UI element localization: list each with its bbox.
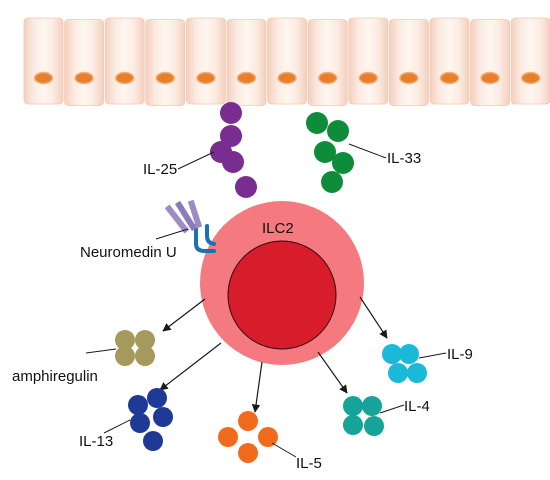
il9-leader-line	[418, 352, 447, 359]
il13-particles	[128, 388, 173, 451]
epithelial-nucleus	[155, 71, 176, 85]
il5-label: IL-5	[296, 455, 322, 472]
il9-particle	[407, 363, 427, 383]
il25-particle	[220, 102, 242, 124]
epithelium-layer	[23, 17, 550, 106]
epithelial-cell-icon	[307, 19, 348, 106]
il9-particles	[382, 344, 427, 383]
il33-particles	[306, 112, 354, 193]
il9-particle	[382, 344, 402, 364]
neuromedin-ligand-icon	[174, 200, 198, 232]
il33-leader-line	[348, 143, 387, 159]
ilc2-cell	[200, 201, 364, 365]
epithelial-nucleus	[33, 71, 54, 85]
epithelial-cell-icon	[470, 19, 511, 106]
arrow-icon	[359, 296, 388, 339]
epithelial-cell-icon	[510, 17, 550, 105]
amphiregulin-label: amphiregulin	[12, 368, 98, 385]
neuromedin-leader-line	[155, 228, 189, 240]
il4-particle	[364, 416, 384, 436]
il25-particle	[235, 176, 257, 198]
epithelial-nucleus	[114, 71, 135, 85]
il25-particles	[210, 102, 257, 198]
il13-particle	[153, 407, 173, 427]
il5-particle	[258, 427, 278, 447]
ilc2-nucleus	[227, 240, 337, 350]
il13-particle	[143, 431, 163, 451]
receptor-icon	[205, 224, 216, 246]
arrow-icon	[162, 298, 206, 332]
il13-leader-line	[103, 419, 131, 434]
il33-particle	[332, 152, 354, 174]
il33-particle	[327, 120, 349, 142]
neuromedin-ligand-icon	[187, 199, 203, 229]
epithelial-nucleus	[439, 71, 460, 85]
epithelial-nucleus	[277, 71, 297, 85]
amphiregulin-particle	[115, 330, 135, 350]
il9-particle	[399, 344, 419, 364]
epithelial-cell-icon	[64, 19, 104, 106]
epithelial-nucleus	[480, 71, 500, 85]
epithelial-cell-icon	[267, 17, 308, 105]
epithelial-cell-icon	[145, 19, 186, 106]
il33-particle	[314, 141, 336, 163]
epithelial-cell-icon	[429, 17, 470, 105]
epithelial-nucleus	[399, 71, 419, 85]
epithelial-nucleus	[236, 71, 257, 85]
il9-particle	[388, 363, 408, 383]
il13-particle	[130, 413, 150, 433]
il25-particle	[220, 125, 242, 147]
ilc2-label: ILC2	[262, 220, 294, 237]
amphiregulin-particle	[135, 330, 155, 350]
neuromedin-ligand-icon	[164, 204, 190, 234]
il9-label: IL-9	[447, 346, 473, 363]
neuromedin-receptor	[164, 199, 216, 253]
epithelial-nucleus	[196, 71, 216, 85]
il4-leader-line	[379, 404, 405, 414]
epithelial-cell-icon	[388, 19, 429, 106]
il25-particle	[222, 151, 244, 173]
amphiregulin-leader-line	[85, 348, 117, 354]
amphiregulin-particle	[115, 346, 135, 366]
epithelial-cell-icon	[23, 17, 64, 105]
il13-label: IL-13	[79, 433, 113, 450]
epithelial-cell-icon	[104, 17, 145, 105]
epithelial-nucleus	[358, 71, 379, 85]
il25-label: IL-25	[143, 161, 177, 178]
arrow-icon	[251, 361, 263, 413]
epithelial-nucleus	[520, 71, 541, 85]
il5-particle	[238, 443, 258, 463]
epithelial-cell-icon	[348, 17, 389, 105]
il33-particle	[306, 112, 328, 134]
il4-particles	[343, 396, 384, 436]
il4-particle	[362, 396, 382, 416]
amphiregulin-particles	[115, 330, 155, 366]
neuromedin-label: Neuromedin U	[80, 244, 177, 261]
il13-particle	[147, 388, 167, 408]
epithelial-nucleus	[317, 71, 338, 85]
il4-label: IL-4	[404, 398, 430, 415]
il5-leader-line	[271, 442, 297, 458]
il4-particle	[343, 415, 363, 435]
arrow-icon	[159, 342, 222, 391]
il4-particle	[343, 396, 363, 416]
il33-particle	[321, 171, 343, 193]
epithelial-cell-icon	[185, 17, 226, 105]
il5-particle	[238, 411, 258, 431]
epithelial-cell-icon	[226, 19, 267, 106]
il33-label: IL-33	[387, 150, 421, 167]
receptor-icon	[194, 224, 216, 253]
secretion-arrows	[159, 296, 388, 413]
il5-particles	[218, 411, 278, 463]
arrow-icon	[317, 351, 348, 394]
il13-particle	[128, 395, 148, 415]
il5-particle	[218, 427, 238, 447]
epithelial-nucleus	[74, 71, 94, 85]
amphiregulin-particle	[135, 346, 155, 366]
il25-leader-line	[177, 151, 215, 170]
